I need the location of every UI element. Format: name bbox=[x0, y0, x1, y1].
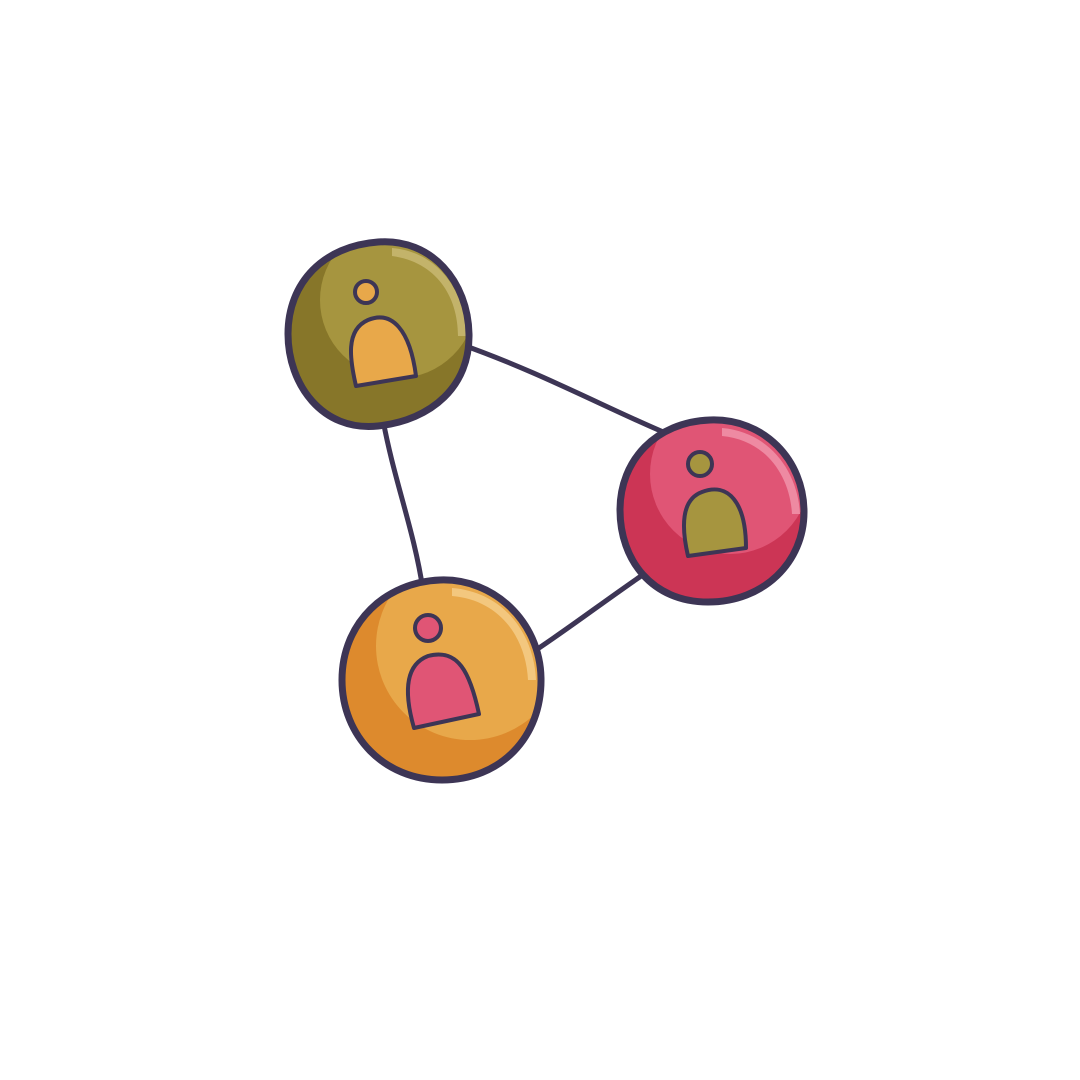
node-orange-sheen bbox=[452, 588, 536, 680]
links bbox=[380, 341, 671, 653]
node-pink-outline bbox=[616, 416, 808, 606]
link-olive-orange bbox=[380, 417, 426, 593]
user-icon-body bbox=[349, 315, 418, 388]
node-olive-sheen bbox=[392, 248, 466, 336]
user-icon-head bbox=[353, 279, 379, 305]
node-orange-outline bbox=[338, 576, 545, 784]
user-icon-body bbox=[405, 652, 481, 730]
user-icon bbox=[405, 613, 481, 730]
node-pink-sheen bbox=[722, 428, 800, 514]
link-orange-pink bbox=[533, 571, 647, 653]
user-node-orange bbox=[338, 576, 545, 784]
link-olive-pink bbox=[457, 341, 671, 437]
user-node-pink bbox=[616, 416, 808, 606]
node-olive-outline bbox=[284, 238, 473, 430]
user-icon-body bbox=[682, 487, 748, 558]
user-node-olive bbox=[284, 238, 473, 430]
user-icon bbox=[349, 279, 418, 388]
user-icon bbox=[682, 450, 748, 558]
user-icon-head bbox=[413, 613, 443, 643]
user-icon-head bbox=[686, 450, 714, 478]
